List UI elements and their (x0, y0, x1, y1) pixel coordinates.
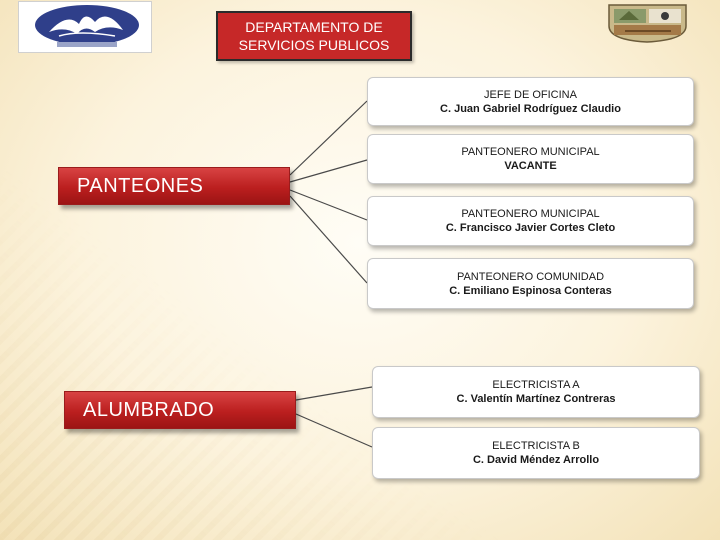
staff-card-panteonero-vacante: PANTEONERO MUNICIPAL VACANTE (367, 134, 694, 184)
department-title-box: DEPARTAMENTO DE SERVICIOS PUBLICOS (216, 11, 412, 61)
category-panteones: PANTEONES (58, 167, 290, 205)
connector-panteones-emiliano (289, 195, 368, 284)
connector-panteones-jefe (289, 100, 368, 176)
staff-card-panteonero-comunidad: PANTEONERO COMUNIDAD C. Emiliano Espinos… (367, 258, 694, 309)
staff-role: PANTEONERO MUNICIPAL (461, 208, 600, 220)
staff-role: PANTEONERO COMUNIDAD (456, 270, 605, 283)
staff-card-jefe-oficina: JEFE DE OFICINA C. Juan Gabriel Rodrígue… (367, 77, 694, 126)
staff-card-electricista-a: ELECTRICISTA A C. Valentín Martínez Cont… (372, 366, 700, 418)
staff-name: C. David Méndez Arrollo (472, 454, 600, 466)
staff-name: C. Francisco Javier Cortes Cleto (445, 222, 616, 234)
connector-alumbrado-a (295, 386, 373, 401)
staff-role: PANTEONERO MUNICIPAL (461, 146, 600, 158)
staff-name: C. Emiliano Espinosa Conteras (449, 284, 612, 297)
staff-card-panteonero-francisco: PANTEONERO MUNICIPAL C. Francisco Javier… (367, 196, 694, 246)
department-title-line-1: DEPARTAMENTO DE (245, 19, 383, 35)
connector-panteones-francisco (289, 189, 368, 221)
department-title-line-2: SERVICIOS PUBLICOS (238, 37, 390, 53)
staff-role: ELECTRICISTA A (492, 379, 580, 391)
staff-role: JEFE DE OFICINA (484, 88, 577, 101)
staff-name: C. Valentín Martínez Contreras (456, 393, 616, 405)
staff-name: VACANTE (504, 160, 557, 172)
connector-alumbrado-b (295, 413, 373, 448)
staff-name: C. Juan Gabriel Rodríguez Claudio (440, 102, 621, 115)
municipal-coat-of-arms-icon (605, 2, 690, 44)
staff-card-electricista-b: ELECTRICISTA B C. David Méndez Arrollo (372, 427, 700, 479)
municipal-logo-icon (18, 1, 152, 53)
staff-role: ELECTRICISTA B (492, 440, 580, 452)
connector-panteones-vacante (289, 159, 368, 183)
category-alumbrado: ALUMBRADO (64, 391, 296, 429)
